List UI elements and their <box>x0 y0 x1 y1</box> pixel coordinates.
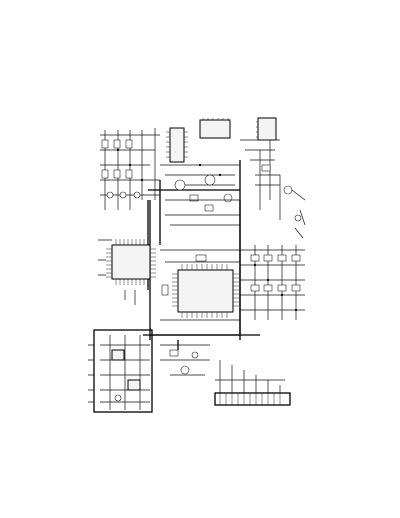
bottom-center-connector-strip <box>214 360 291 406</box>
top-center-ic-section <box>160 118 240 226</box>
bottom-left-io-section <box>88 329 210 413</box>
top-right-connector-section <box>240 117 306 239</box>
top-left-amp-section <box>100 128 160 210</box>
right-driver-array <box>240 245 305 320</box>
left-qfp-processor <box>98 239 156 305</box>
center-large-qfp-controller <box>160 249 240 321</box>
